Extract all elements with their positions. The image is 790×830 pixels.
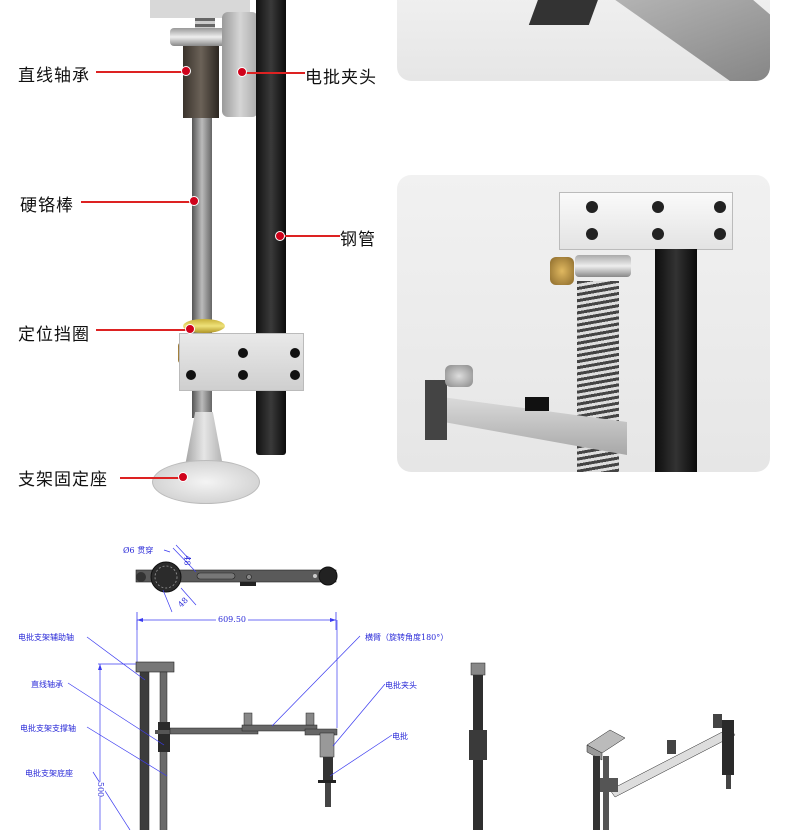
leader-base-mount bbox=[120, 477, 182, 479]
marker-driver-clamp bbox=[237, 67, 247, 77]
label-linear-bearing-drawing: 直线轴承 bbox=[31, 680, 63, 689]
marker-steel-tube bbox=[275, 231, 285, 241]
stand-photo bbox=[140, 0, 304, 510]
label-chrome-rod: 硬铬棒 bbox=[20, 196, 74, 216]
width-dimension: 609.50 bbox=[216, 615, 248, 624]
label-driver: 电批 bbox=[392, 732, 408, 741]
side-view bbox=[469, 662, 487, 830]
label-steel-tube: 钢管 bbox=[340, 230, 376, 250]
leader-steel-tube bbox=[282, 235, 340, 237]
driver-clamp-body bbox=[222, 12, 258, 117]
base-disc bbox=[152, 460, 260, 504]
label-driver-clamp: 电批夹头 bbox=[305, 68, 377, 88]
arm-closeup-photo bbox=[397, 0, 770, 81]
label-clamp: 电批夹头 bbox=[385, 681, 417, 690]
clamp-block bbox=[179, 333, 304, 391]
leader-stop-ring bbox=[96, 329, 188, 331]
marker-stop-ring bbox=[185, 324, 195, 334]
leader-driver-clamp bbox=[243, 72, 305, 74]
front-view bbox=[67, 620, 393, 830]
label-arm: 横臂（旋转角度180°） bbox=[365, 633, 449, 642]
leader-linear-bearing bbox=[96, 71, 186, 73]
bearing-flange bbox=[170, 28, 236, 46]
linear-bearing-body bbox=[183, 46, 219, 118]
label-base: 电批支架底座 bbox=[25, 769, 73, 778]
marker-base-mount bbox=[178, 472, 188, 482]
marker-linear-bearing bbox=[181, 66, 191, 76]
label-base-mount: 支架固定座 bbox=[18, 470, 108, 490]
label-support-shaft: 电批支架支撑轴 bbox=[20, 724, 76, 733]
label-aux-shaft: 电批支架辅助轴 bbox=[18, 633, 74, 642]
marker-chrome-rod bbox=[189, 196, 199, 206]
isometric-view bbox=[586, 714, 736, 830]
top-view-hole-note: Ø6 贯穿 bbox=[123, 546, 154, 555]
top-view-dim-a: 48 bbox=[182, 555, 192, 566]
label-linear-bearing: 直线轴承 bbox=[18, 66, 90, 86]
height-dimension: 500 bbox=[96, 781, 106, 798]
label-stop-ring: 定位挡圈 bbox=[18, 325, 90, 345]
top-view bbox=[135, 544, 338, 630]
leader-chrome-rod bbox=[81, 201, 194, 203]
spring-bracket-photo bbox=[397, 175, 770, 472]
